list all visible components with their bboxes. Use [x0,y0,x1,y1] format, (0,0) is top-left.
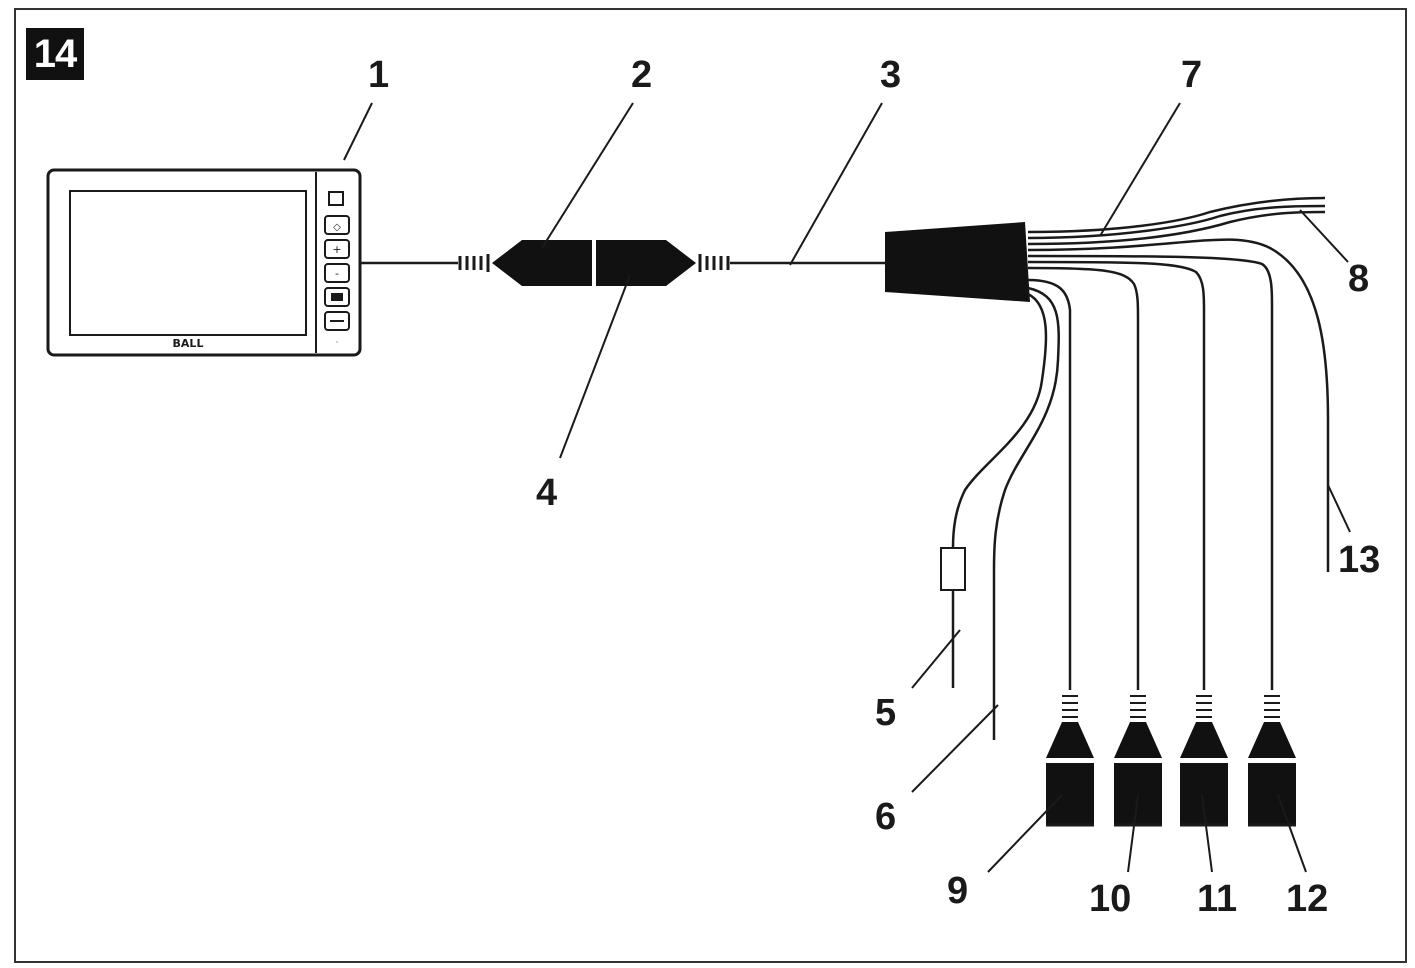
svg-text:-: - [335,267,339,280]
leader-lines [343,102,1351,873]
wire-camera-10 [1027,266,1140,690]
wire-camera-9 [1027,278,1072,690]
fuse-holder [940,547,966,591]
figure-frame [14,8,1407,963]
callout-5: 5 [875,692,897,734]
callout-3: 3 [880,54,902,96]
camera-9 [1046,695,1094,827]
callout-9: 9 [947,870,969,912]
callout-13: 13 [1338,539,1381,581]
power-button-icon [328,191,344,206]
svg-text:◇: ◇ [333,222,341,233]
connector-ribs-left [458,254,490,272]
extension-connector [492,240,696,286]
callout-12: 12 [1286,878,1329,920]
harness-wires [1027,196,1326,246]
svg-text:·: · [336,338,339,347]
wire-13 [1027,238,1330,572]
svg-text:+: + [332,243,341,256]
figure-number-badge: 14 [26,28,84,80]
wire-6 [992,286,1060,740]
wire-camera-12 [1027,254,1274,690]
junction-box [885,222,1030,302]
connector-ribs-right [698,254,730,272]
callout-1: 1 [368,54,390,96]
monitor-brand-label: BALL [173,337,204,350]
callout-8: 8 [1348,258,1370,300]
callout-7: 7 [1181,54,1203,96]
callout-10: 10 [1089,878,1132,920]
monitor-button [324,215,350,235]
callout-6: 6 [875,796,897,838]
callout-2: 2 [631,54,653,96]
callout-4: 4 [536,472,558,514]
wire-camera-11 [1027,260,1206,690]
camera-10 [1114,695,1162,827]
monitor-button [324,239,350,259]
camera-12 [1248,695,1296,827]
monitor-button [324,263,350,283]
callout-11: 11 [1197,878,1238,920]
monitor: ◇ + - · BALL [46,168,362,357]
wire-5 [951,292,1048,549]
